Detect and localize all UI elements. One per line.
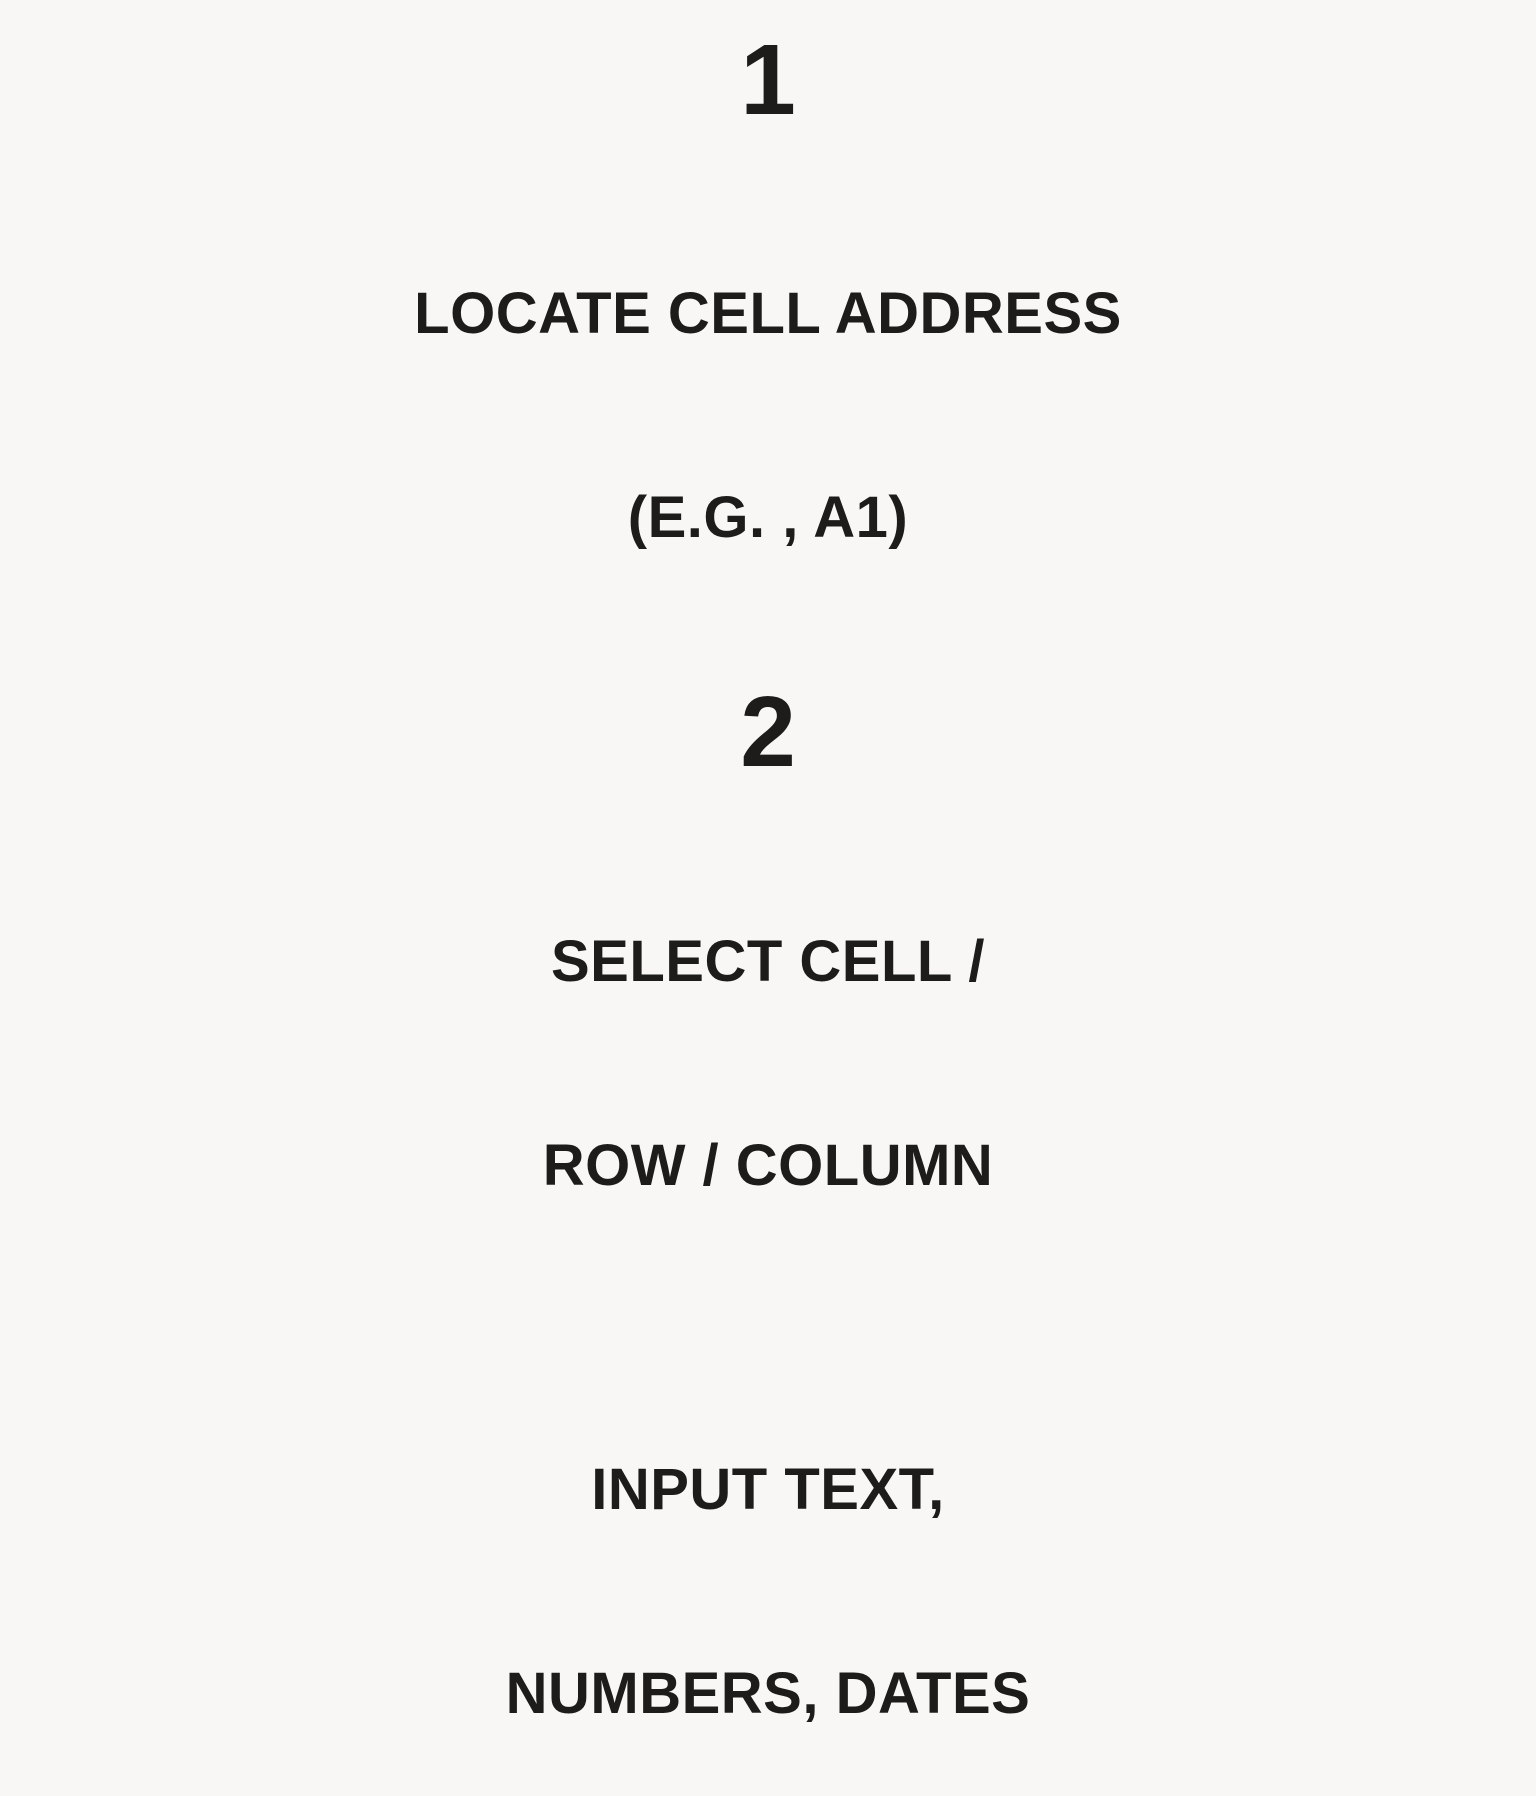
step-1-label-line-2: (E.G. , A1) xyxy=(627,485,909,550)
step-3-label-line-1: INPUT TEXT, xyxy=(591,1457,945,1522)
step-1-number: 1 xyxy=(740,24,796,136)
step-3-label-line-2: NUMBERS, DATES xyxy=(505,1661,1031,1726)
step-2-number: 2 xyxy=(740,676,796,788)
step-3-label: INPUT TEXT, NUMBERS, DATES xyxy=(506,1320,1031,1796)
step-2-label-line-2: ROW / COLUMN xyxy=(542,1133,994,1198)
step-1-label-line-1: LOCATE CELL ADDRESS xyxy=(414,281,1122,346)
step-1-label: LOCATE CELL ADDRESS (E.G. , A1) xyxy=(414,144,1122,620)
step-2-label: SELECT CELL / ROW / COLUMN xyxy=(543,792,994,1268)
step-2-label-line-1: SELECT CELL / xyxy=(550,929,985,994)
